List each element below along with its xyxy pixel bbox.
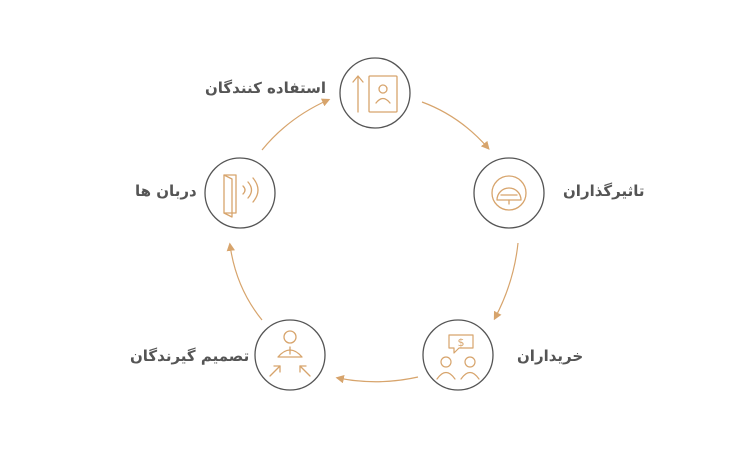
node-influencers: [473, 157, 545, 229]
svg-text:$: $: [458, 336, 465, 349]
node-circle: [473, 157, 545, 229]
node-buyers: $: [422, 319, 494, 391]
user-profile-upload-icon: [352, 75, 398, 113]
node-circle: [254, 319, 326, 391]
node-users: [339, 57, 411, 129]
label-influencers: تاثیرگذاران: [563, 182, 645, 200]
cycle-arrows: [226, 98, 519, 384]
decision-maker-arrows-icon: [269, 330, 311, 377]
node-circle: [339, 57, 411, 129]
label-gatekeepers: دربان ها: [135, 182, 197, 200]
node-decision-makers: [254, 319, 326, 391]
door-signal-icon: [223, 174, 259, 218]
node-circle: [204, 157, 276, 229]
arrow-users-to-influencers: [421, 101, 490, 150]
arrow-gatekeepers-to-users: [261, 98, 331, 151]
label-users: استفاده کنندگان: [205, 79, 327, 97]
node-gatekeepers: [204, 157, 276, 229]
buyers-with-dollar-bubble-icon: $: [436, 334, 480, 380]
label-buyers: خریداران: [517, 347, 584, 365]
arrow-influencers-to-buyers: [493, 242, 519, 321]
label-decision-makers: تصمیم گیرندگان: [130, 347, 250, 365]
node-circle: [422, 319, 494, 391]
dome-gauge-icon: [491, 175, 527, 211]
arrow-decision-makers-to-gatekeepers: [226, 242, 263, 321]
arrow-buyers-to-decision-makers: [335, 375, 419, 384]
